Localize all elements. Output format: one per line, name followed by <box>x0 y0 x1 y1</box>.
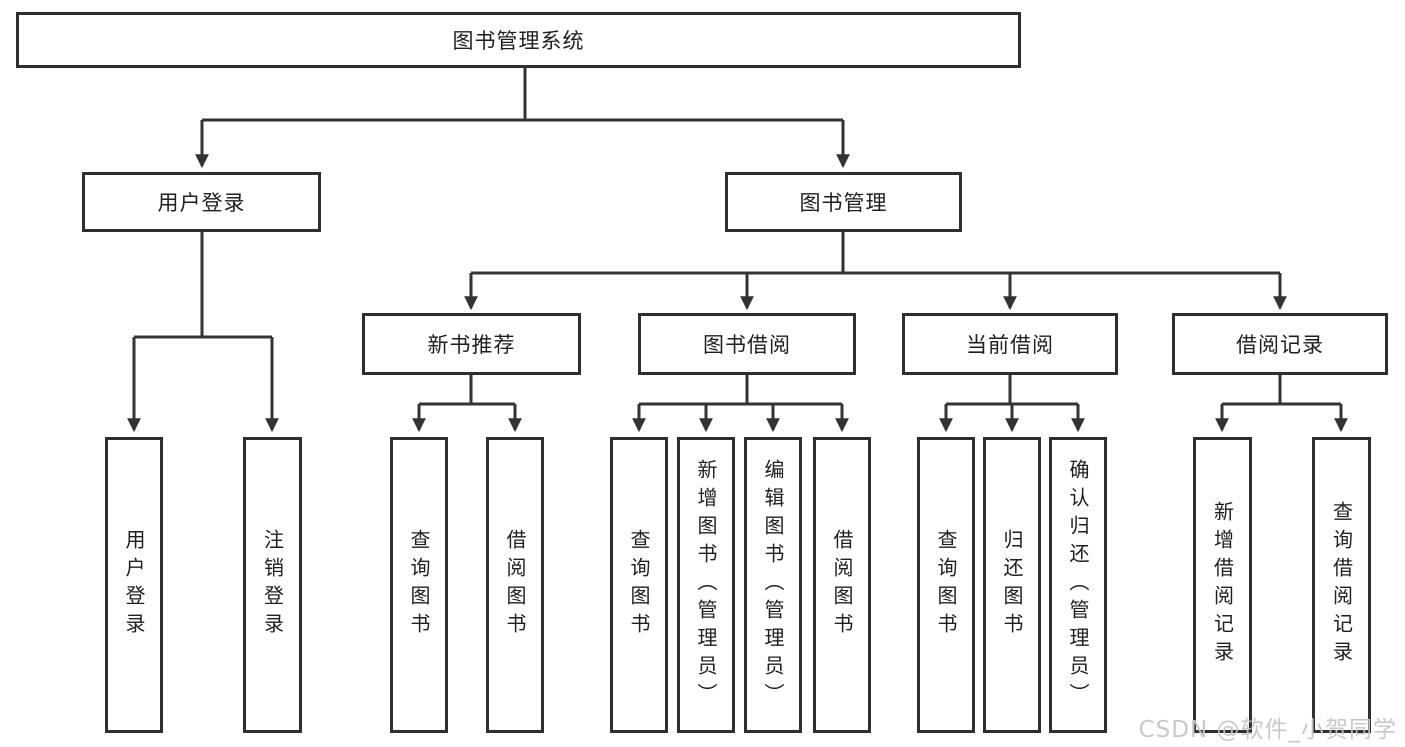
node-root-library-system: 图书管理系统 <box>16 12 1021 68</box>
leaf-query-books-borrow: 查询图书 <box>610 437 668 733</box>
node-book-management: 图书管理 <box>725 172 962 232</box>
leaf-confirm-return-admin: 确认归还（管理员） <box>1049 437 1107 733</box>
leaf-borrow-books-recommend: 借阅图书 <box>486 437 544 733</box>
leaf-borrow-books-borrow: 借阅图书 <box>813 437 871 733</box>
leaf-add-borrow-record: 新增借阅记录 <box>1193 437 1252 733</box>
leaf-return-books: 归还图书 <box>983 437 1041 733</box>
leaf-logout: 注销登录 <box>243 437 302 733</box>
leaf-edit-books-admin: 编辑图书（管理员） <box>744 437 802 733</box>
csdn-watermark: CSDN @软件_小贺同学 <box>1138 717 1397 743</box>
node-book-borrowing: 图书借阅 <box>638 313 856 375</box>
leaf-query-borrow-record: 查询借阅记录 <box>1312 437 1371 733</box>
node-current-borrowing: 当前借阅 <box>902 313 1118 375</box>
leaf-query-books-current: 查询图书 <box>917 437 975 733</box>
leaf-user-login: 用户登录 <box>105 437 163 733</box>
leaf-query-books-recommend: 查询图书 <box>390 437 448 733</box>
node-borrow-records: 借阅记录 <box>1172 313 1388 375</box>
node-user-login: 用户登录 <box>82 172 321 232</box>
leaf-add-books-admin: 新增图书（管理员） <box>677 437 735 733</box>
node-new-book-recommend: 新书推荐 <box>362 313 581 375</box>
